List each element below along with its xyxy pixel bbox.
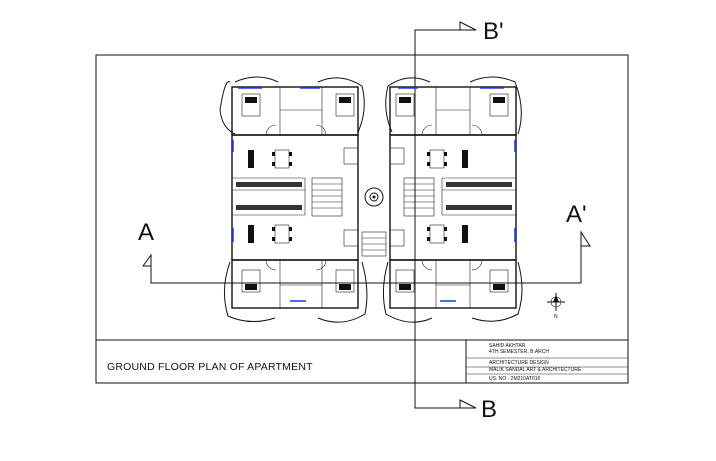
section-label-b: B	[481, 396, 497, 423]
section-line-a	[142, 230, 591, 284]
partitions	[232, 87, 516, 308]
windows	[232, 87, 516, 302]
living-block-right	[389, 134, 517, 261]
title-block-line-1: SAHID AKHTAR	[489, 343, 526, 349]
doors	[265, 124, 483, 271]
sheet-border	[95, 54, 629, 384]
central-core	[311, 147, 435, 257]
title-block: SAHID AKHTAR 4TH SEMESTER, B.ARCH ARCHIT…	[465, 340, 628, 383]
section-line-b	[414, 21, 477, 409]
railings	[236, 182, 512, 210]
north-arrow-icon: N	[547, 293, 565, 320]
section-label-b-prime: B'	[483, 18, 504, 45]
balcony-arcs	[219, 76, 523, 323]
title-block-line-5: US. NO - 2M210AT016	[489, 376, 541, 382]
beds	[241, 93, 509, 293]
north-label: N	[554, 314, 558, 320]
title-block-line-4: MALIK SANDAL ART & ARCHITECTURE	[489, 367, 582, 373]
section-label-a: A	[138, 219, 154, 246]
title-block-line-3: ARCHITECTURE DESIGN	[489, 360, 549, 366]
title-block-line-2: 4TH SEMESTER, B.ARCH	[489, 349, 549, 355]
floor-plan	[219, 76, 523, 323]
living-block-left	[231, 134, 359, 261]
living-furniture	[248, 149, 468, 244]
section-label-a-prime: A'	[566, 201, 587, 228]
drawing-title: GROUND FLOOR PLAN OF APARTMENT	[107, 361, 313, 373]
